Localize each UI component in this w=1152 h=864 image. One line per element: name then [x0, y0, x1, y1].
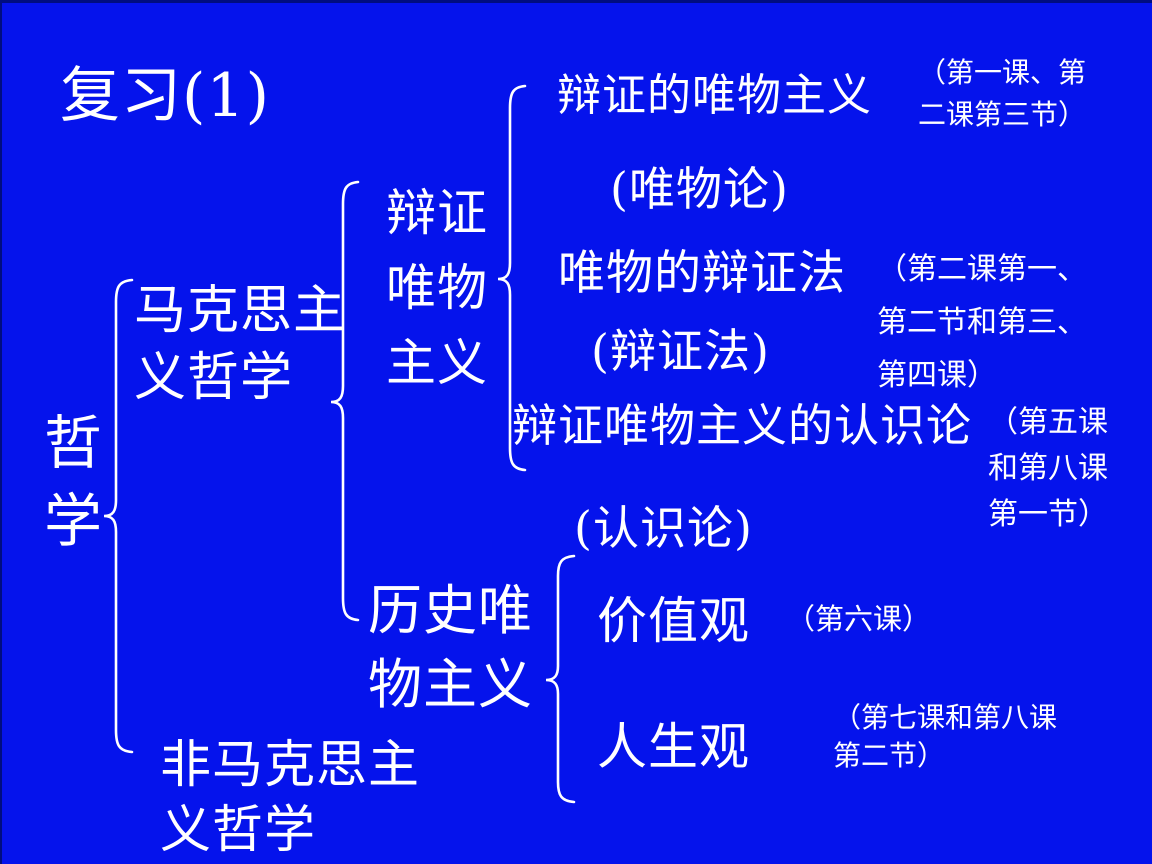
slide-title: 复习(1) [60, 61, 270, 131]
brace-philosophy [103, 278, 134, 754]
slide-top-edge [0, 0, 1152, 3]
item-dialectics-label: 唯物的辩证法 [558, 246, 846, 301]
node-philosophy: 哲 学 [44, 409, 104, 555]
item-materialism-note: （第一课、第 二课第三节） [918, 56, 1087, 131]
brace-marxist [330, 180, 360, 622]
item-epistemology-alias: (认识论) [574, 501, 753, 555]
item-materialism-alias: (唯物论) [610, 162, 789, 216]
brace-historical-materialism [545, 554, 576, 804]
item-life-outlook-note: （第七课和第八课 第二节） [833, 701, 1058, 772]
node-dialectical-materialism: 辩证 唯物 主义 [386, 184, 488, 392]
slide-left-edge [0, 0, 2, 864]
node-non-marxist-philosophy: 非马克思主 义哲学 [160, 736, 421, 860]
item-dialectics-alias: (辩证法) [591, 324, 770, 378]
item-dialectics-note: （第二课第一、 第二节和第三、 第四课） [877, 252, 1087, 393]
item-values-label: 价值观 [597, 592, 750, 650]
item-materialism-label: 辩证的唯物主义 [557, 70, 872, 121]
item-epistemology-label: 辩证唯物主义的认识论 [512, 399, 973, 452]
brace-dialectical-materialism [497, 84, 527, 472]
item-epistemology-note: （第五课 和第八课 第一节） [988, 405, 1108, 532]
node-marxist-philosophy: 马克思主 义哲学 [134, 281, 347, 408]
item-life-outlook-label: 人生观 [597, 718, 750, 776]
item-values-note: （第六课） [786, 602, 932, 636]
node-historical-materialism: 历史唯 物主义 [368, 579, 533, 716]
